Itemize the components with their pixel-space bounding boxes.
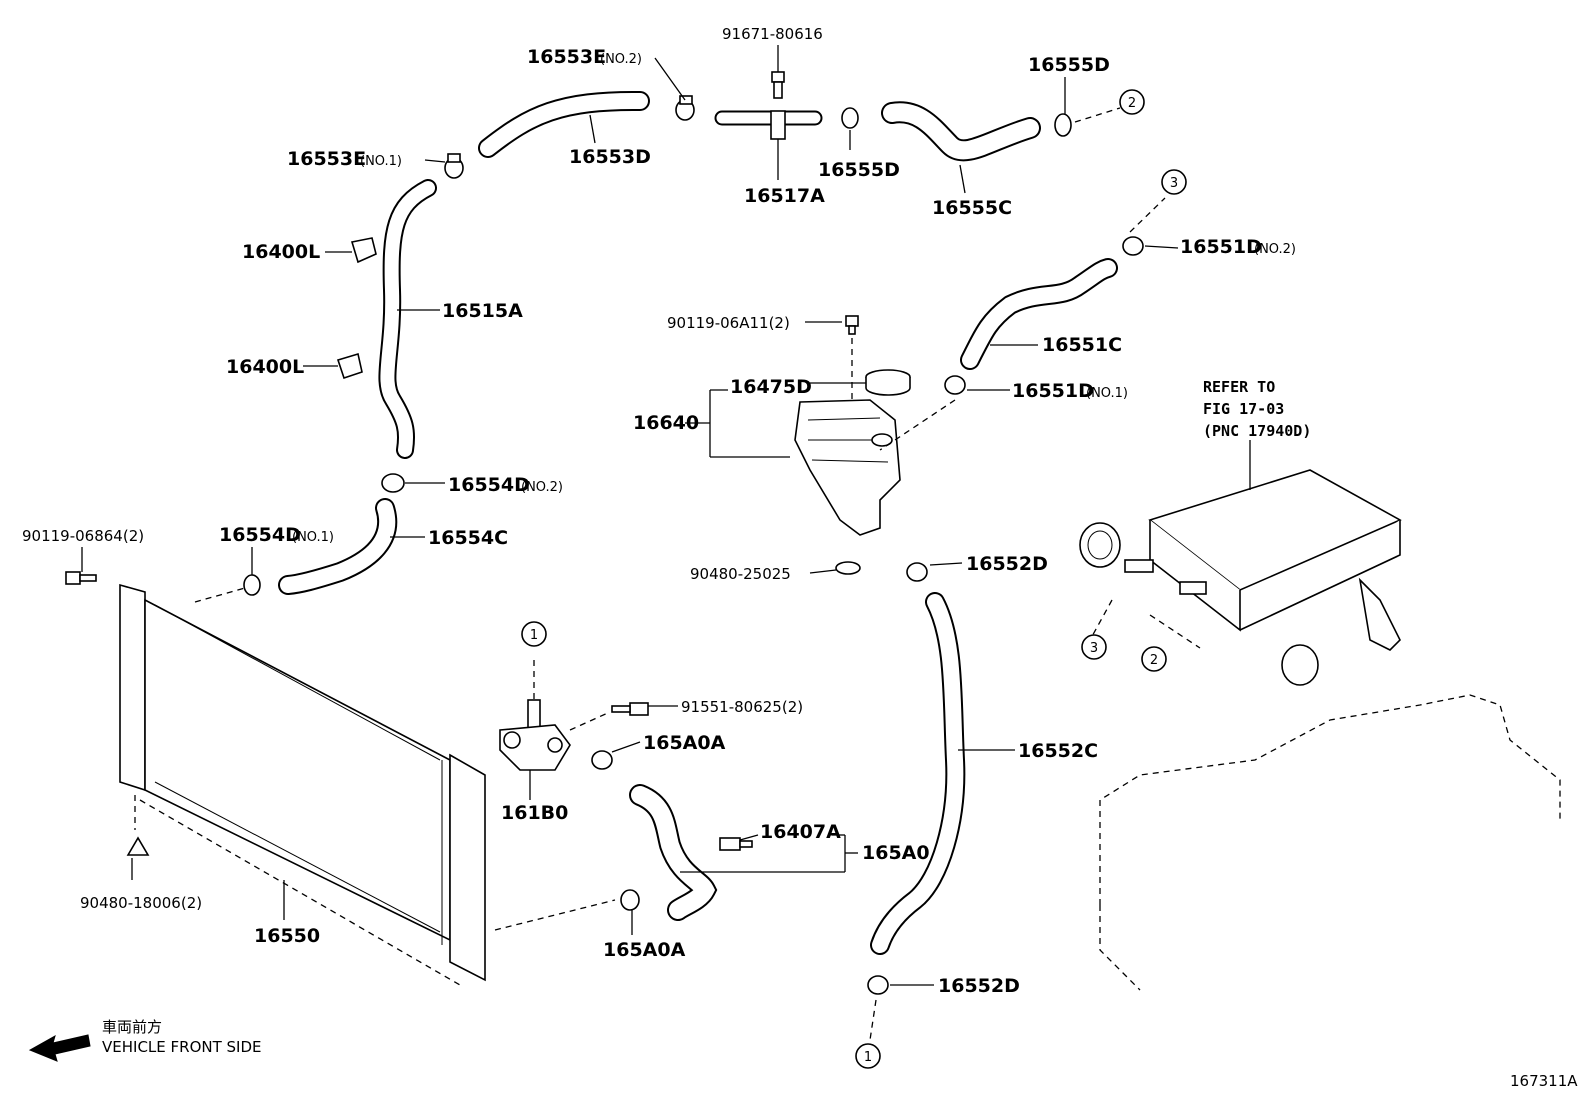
clamp-16554D-no1 — [243, 574, 261, 596]
label-90119-06864: 90119-06864(2) — [22, 527, 144, 545]
label-16400L-bottom: 16400L — [226, 356, 304, 378]
label-16552C: 16552C — [1018, 740, 1098, 762]
label-16555D-top: 16555D — [1028, 54, 1110, 76]
label-90480-25025: 90480-25025 — [690, 565, 791, 583]
clamp-16555D-mid — [841, 107, 859, 129]
label-165A0A-top: 165A0A — [643, 732, 726, 754]
hose-16552C — [870, 592, 966, 955]
pump-161B0 — [499, 699, 571, 771]
clamp-16554D-no2 — [381, 473, 405, 493]
svg-text:3: 3 — [1090, 641, 1098, 656]
label-90480-18006: 90480-18006(2) — [80, 894, 202, 912]
label-90119-06A11: 90119-06A11(2) — [667, 314, 790, 332]
svg-text:3: 3 — [1170, 176, 1178, 191]
hose-16554C — [278, 498, 398, 595]
callout-2-manifold: 2 — [1141, 646, 1167, 672]
label-16554D-no2-qualifier: (NO.2) — [521, 480, 563, 495]
refer-note-line3: (PNC 17940D) — [1203, 422, 1311, 440]
figure-id: 167311A — [1510, 1072, 1578, 1090]
hose-165A0 — [629, 784, 718, 921]
cap-16475D — [865, 369, 911, 396]
clamp-165A0A-top — [591, 750, 613, 770]
callout-3-manifold: 3 — [1081, 634, 1107, 660]
bolt-91671-80616 — [771, 71, 785, 99]
bolt-90119-06864 — [65, 571, 97, 585]
label-16550: 16550 — [254, 925, 320, 947]
label-16554D-no1-qualifier: (NO.1) — [292, 530, 334, 545]
radiator-16550 — [119, 583, 486, 982]
leader-lines — [81, 45, 1251, 986]
label-16407A: 16407A — [760, 821, 841, 843]
clamp-165A0A-bottom — [620, 889, 640, 911]
svg-text:2: 2 — [1150, 653, 1158, 668]
plug-90480-25025 — [835, 561, 861, 575]
label-16554D-no1: 16554D — [219, 524, 301, 546]
clamp-16552D-bottom — [867, 975, 889, 995]
label-91551-80625: 91551-80625(2) — [681, 698, 803, 716]
label-16555D-mid: 16555D — [818, 159, 900, 181]
clamp-16552D-top — [906, 562, 928, 582]
label-16553E-no1: 16553E — [287, 148, 366, 170]
label-16552D-bottom: 16552D — [938, 975, 1020, 997]
callout-1-pump: 1 — [521, 621, 547, 647]
label-16554D-no2: 16554D — [448, 474, 530, 496]
direction-label-english: VEHICLE FRONT SIDE — [102, 1038, 262, 1056]
label-16517A: 16517A — [744, 185, 825, 207]
svg-text:2: 2 — [1128, 96, 1136, 111]
label-16551D-no2-qualifier: (NO.2) — [1254, 242, 1296, 257]
label-16555C: 16555C — [932, 197, 1012, 219]
callout-2-top: 2 — [1119, 89, 1145, 115]
hose-16551C — [960, 258, 1118, 370]
label-16551D-no2: 16551D — [1180, 236, 1262, 258]
reservoir-16640 — [794, 399, 901, 536]
callout-1-bottom: 1 — [855, 1043, 881, 1069]
hose-16517A — [714, 110, 823, 152]
direction-label-japanese: 車両前方 — [102, 1018, 162, 1036]
clamp-16553E-no1 — [444, 153, 464, 179]
label-16515A: 16515A — [442, 300, 523, 322]
clip-16400L-bottom — [336, 352, 363, 380]
fitting-16407A — [719, 837, 753, 851]
refer-note-line2: FIG 17-03 — [1203, 400, 1284, 418]
label-16551D-no1: 16551D — [1012, 380, 1094, 402]
label-16400L-top: 16400L — [242, 241, 320, 263]
label-165A0: 165A0 — [862, 842, 930, 864]
bolt-91551-80625 — [611, 702, 649, 716]
clamp-16551D-no2 — [1122, 236, 1144, 256]
label-16475D: 16475D — [730, 376, 812, 398]
label-16554C: 16554C — [428, 527, 508, 549]
refer-note-line1: REFER TO — [1203, 378, 1275, 396]
label-16551D-no1-qualifier: (NO.1) — [1086, 386, 1128, 401]
clip-16400L-top — [350, 237, 377, 264]
svg-text:1: 1 — [530, 628, 538, 643]
clamp-16555D-top — [1054, 113, 1072, 137]
label-16640: 16640 — [633, 412, 699, 434]
plug-90480-18006 — [126, 836, 150, 856]
clamp-16551D-no1 — [944, 375, 966, 395]
label-16551C: 16551C — [1042, 334, 1122, 356]
intake-manifold — [1079, 469, 1402, 686]
label-161B0: 161B0 — [501, 802, 568, 824]
svg-text:1: 1 — [864, 1050, 872, 1065]
callout-3-top: 3 — [1161, 169, 1187, 195]
label-16553E-no2: 16553E — [527, 46, 606, 68]
label-16553E-no1-qualifier: (NO.1) — [360, 154, 402, 169]
label-16553E-no2-qualifier: (NO.2) — [600, 52, 642, 67]
label-91671-80616: 91671-80616 — [722, 25, 823, 43]
hose-16515A — [378, 179, 437, 459]
label-165A0A-bottom: 165A0A — [603, 939, 686, 961]
bolt-90119-06A11 — [845, 315, 859, 335]
label-16553D: 16553D — [569, 146, 651, 168]
hose-16553D — [478, 90, 650, 158]
label-16552D-top: 16552D — [966, 553, 1048, 575]
front-direction-arrow-icon — [28, 1034, 91, 1062]
hose-16555C — [881, 101, 1041, 162]
engine-block-outline — [1099, 694, 1561, 991]
